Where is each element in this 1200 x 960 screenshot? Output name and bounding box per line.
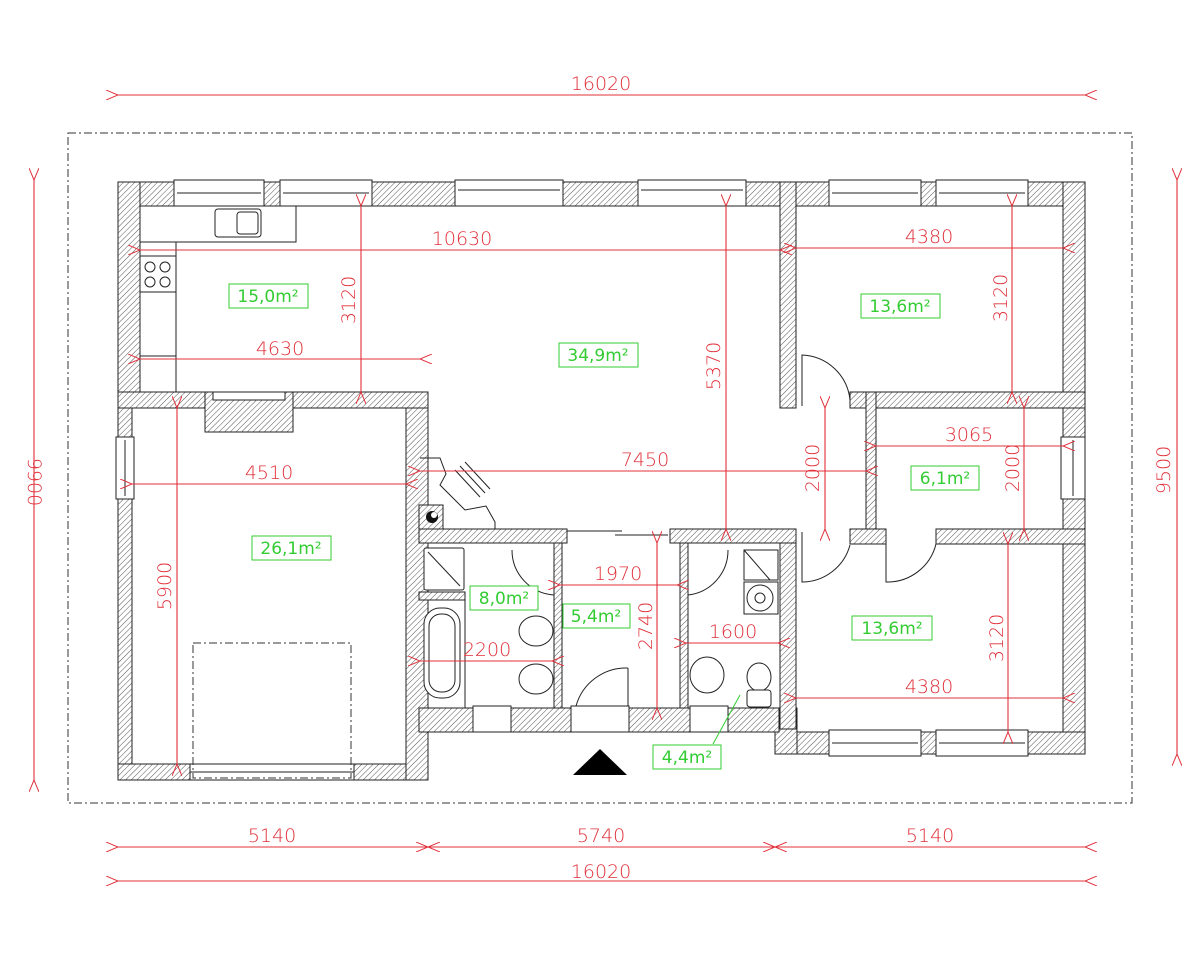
area-bathroom: 8,0m² <box>479 589 529 609</box>
doors <box>511 354 937 707</box>
dim-5900: 5900 <box>154 562 176 610</box>
area-kitchen: 15,0m² <box>237 287 298 307</box>
dim-2000-hall: 2000 <box>802 444 824 492</box>
dim-bottom-total: 16020 <box>571 861 631 883</box>
washing-machine-icon <box>743 549 779 615</box>
dim-7450: 7450 <box>621 449 669 471</box>
area-labels: 15,0m² 34,9m² 13,6m² 6,1m² 13,6m² 26,1m²… <box>228 283 980 770</box>
dimension-labels: 16020 5140 5740 5140 16020 9900 9500 106… <box>23 73 1175 883</box>
area-bedroom-se: 13,6m² <box>861 619 922 639</box>
entrance-triangle-icon <box>573 749 627 775</box>
area-living: 34,9m² <box>567 346 628 366</box>
dim-bottom-seg2: 5740 <box>577 825 625 847</box>
toilet-icon <box>746 662 772 708</box>
washbasin-icon <box>518 615 554 647</box>
bathtub-icon <box>423 607 461 699</box>
stove-icon <box>139 255 177 293</box>
dim-4380-se: 4380 <box>905 676 953 698</box>
dim-4380-ne: 4380 <box>905 226 953 248</box>
dim-top-total: 16020 <box>571 73 631 95</box>
dim-5370: 5370 <box>703 342 725 390</box>
property-boundary <box>67 132 1133 804</box>
dim-bottom-seg3: 5140 <box>906 825 954 847</box>
area-bedroom-ne: 13,6m² <box>869 297 930 317</box>
dim-2740: 2740 <box>635 602 657 650</box>
area-wc: 4,4m² <box>662 748 712 768</box>
dim-4630: 4630 <box>256 338 304 360</box>
area-entry-hall: 5,4m² <box>571 607 621 627</box>
windows <box>115 179 1086 781</box>
dim-right-total: 9500 <box>1153 446 1175 494</box>
dim-3120-ne: 3120 <box>990 274 1012 322</box>
dim-1600: 1600 <box>709 621 757 643</box>
dim-10630: 10630 <box>432 228 492 250</box>
dim-3120-se: 3120 <box>986 614 1008 662</box>
dim-2200: 2200 <box>463 639 511 661</box>
dim-1970: 1970 <box>594 563 642 585</box>
area-room-e: 6,1m² <box>920 469 970 489</box>
dim-3120-kitchen: 3120 <box>338 276 360 324</box>
dim-4510: 4510 <box>245 462 293 484</box>
shower-icon <box>423 547 465 591</box>
wc-washbasin-icon <box>689 656 725 694</box>
car-outline <box>192 642 352 779</box>
dim-2000-e: 2000 <box>1002 444 1024 492</box>
washbasin-icon <box>518 663 554 695</box>
dim-3065: 3065 <box>945 424 993 446</box>
area-garage: 26,1m² <box>260 539 321 559</box>
dim-bottom-seg1: 5140 <box>248 825 296 847</box>
dim-left-total: 9900 <box>23 458 45 506</box>
dimension-lines <box>34 95 1177 881</box>
